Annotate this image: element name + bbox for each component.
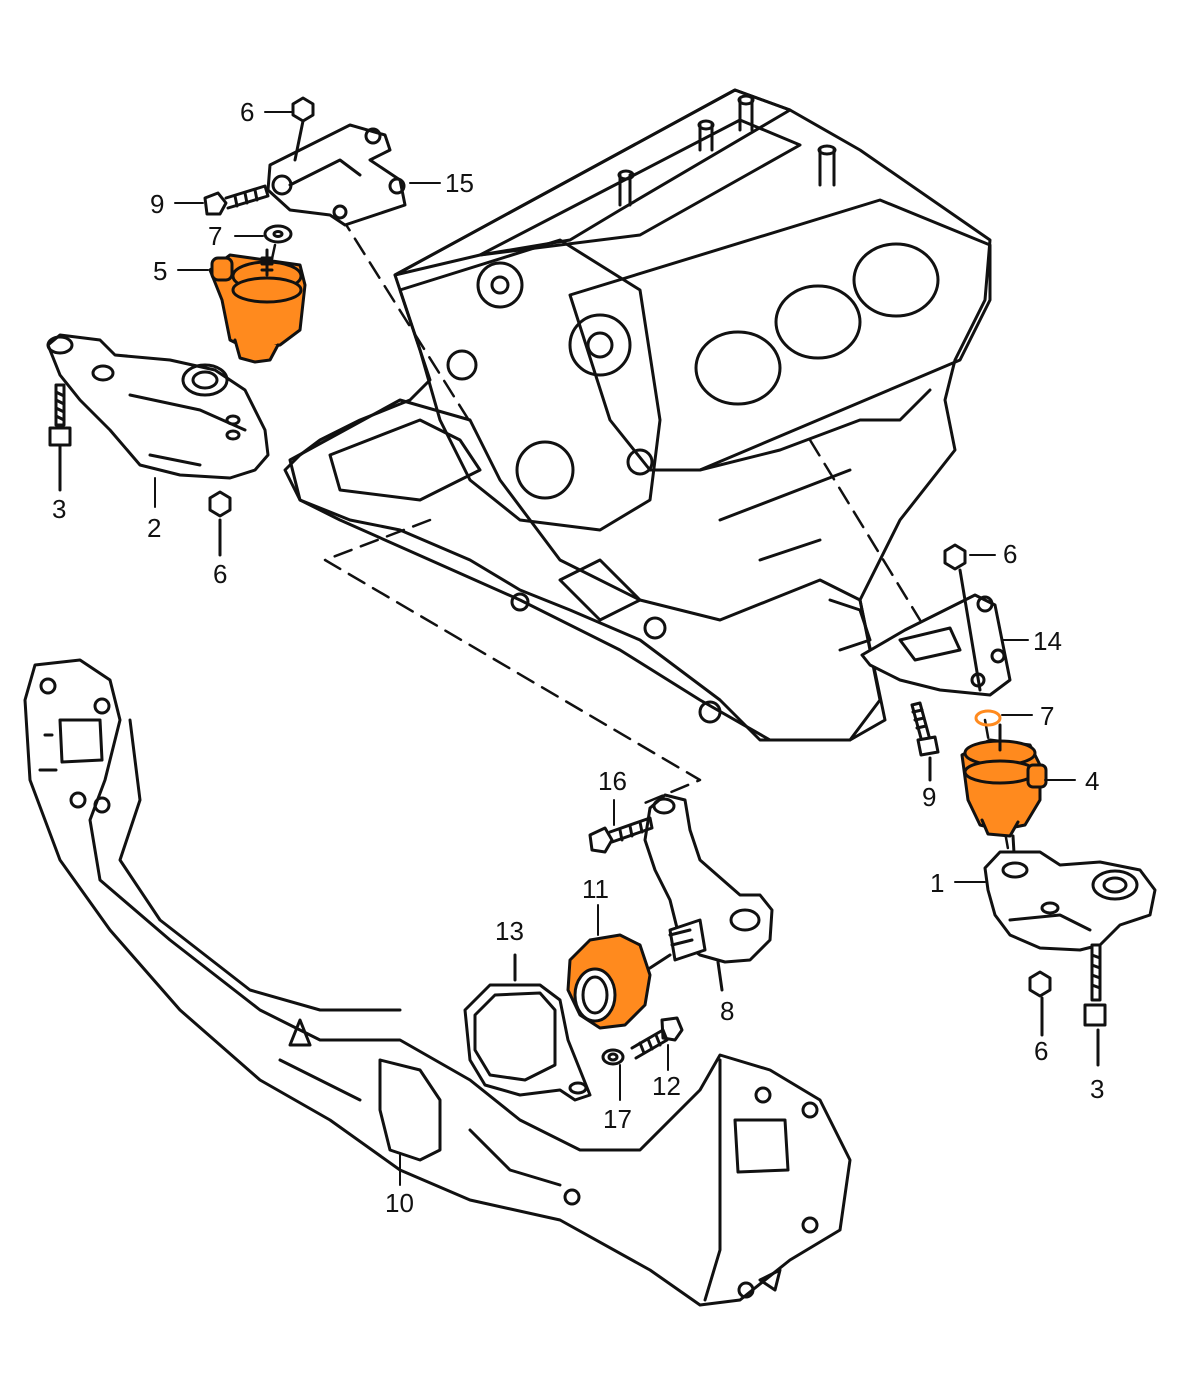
right-bolt: [1083, 943, 1107, 1067]
torque-arm: [643, 793, 774, 992]
nut-bottom-left: [208, 490, 232, 557]
washer-left: [263, 224, 293, 244]
subframe: [23, 658, 852, 1307]
callout-p12: 15: [445, 168, 474, 198]
leader-lines: [154, 111, 1076, 1186]
callout-p16: 16: [598, 766, 627, 796]
callout-p6d: 6: [1034, 1036, 1048, 1066]
transmission-mount: [463, 953, 592, 1102]
left-engine-bracket: [266, 123, 407, 227]
callout-p6b: 6: [213, 559, 227, 589]
right-engine-mount: [960, 723, 1048, 872]
callout-p11: 14: [1033, 626, 1062, 656]
bolt-left: [203, 184, 270, 216]
callout-p10: 11: [582, 874, 609, 904]
bolt-right: [910, 701, 940, 782]
callout-p6c: 6: [1003, 539, 1017, 569]
callout-p8: 8: [720, 996, 734, 1026]
callout-p17: 17: [603, 1104, 632, 1134]
callout-p3a: 3: [52, 494, 66, 524]
nut-top-left: [291, 96, 315, 162]
mount-washer: [601, 1048, 625, 1066]
callout-p14: 12: [652, 1071, 681, 1101]
nut-bottom-right: [1028, 970, 1052, 1037]
callout-p4: 4: [1085, 766, 1099, 796]
left-bracket: [46, 333, 270, 480]
right-engine-bracket: [860, 568, 1012, 697]
callout-p13: 13: [495, 916, 524, 946]
callout-p7a: 7: [208, 221, 222, 251]
left-engine-mount: [208, 248, 307, 364]
nut-top-right: [943, 543, 967, 571]
callout-p5: 5: [153, 256, 167, 286]
mount-bolt: [630, 1016, 684, 1060]
callout-p3b: 3: [1090, 1074, 1104, 1104]
left-bolt: [48, 383, 72, 492]
callout-p1: 1: [930, 868, 944, 898]
callout-p15: 10: [385, 1188, 414, 1218]
bushing: [566, 933, 672, 1030]
arm-bolt: [588, 816, 654, 854]
callout-p7b: 7: [1040, 701, 1054, 731]
callout-p9b: 9: [922, 782, 936, 812]
callout-p9a: 9: [150, 189, 164, 219]
washer-right: [974, 709, 1002, 727]
callout-p2: 2: [147, 513, 161, 543]
right-bracket: [983, 850, 1157, 952]
callout-p6a: 6: [240, 97, 254, 127]
